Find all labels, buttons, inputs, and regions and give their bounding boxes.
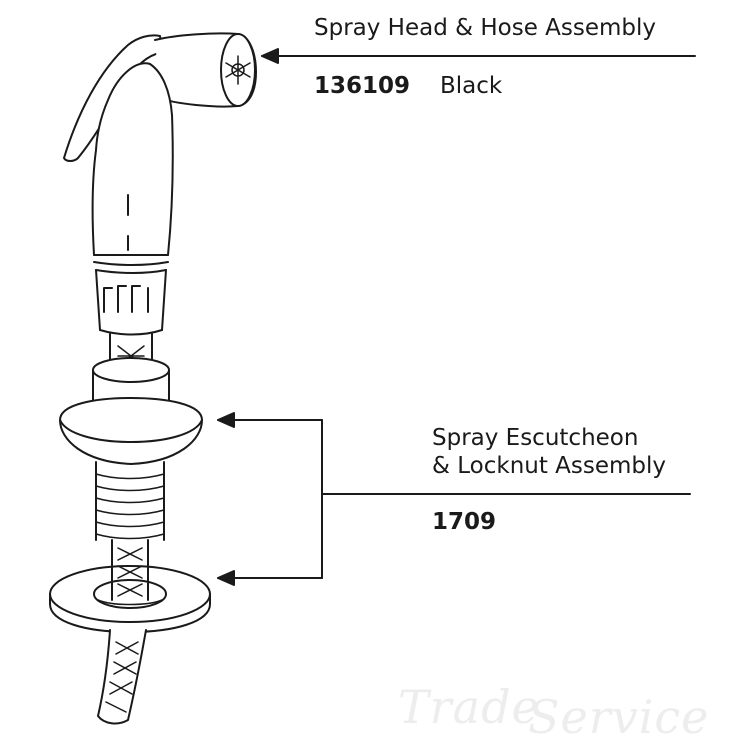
spray-head-drawing [63, 32, 257, 336]
escutcheon-name-line2: & Locknut Assembly [432, 453, 667, 479]
spray-head-part-number: 136109 [314, 73, 411, 99]
escutcheon-part-number: 1709 [432, 509, 497, 535]
callout-line-spray-head [261, 48, 696, 64]
watermark-word1: Trade [398, 680, 540, 734]
spray-head-color: Black [440, 73, 503, 99]
callout-line-escutcheon [217, 412, 691, 586]
escutcheon-name-line1: Spray Escutcheon [432, 425, 639, 451]
spray-head-name: Spray Head & Hose Assembly [314, 15, 657, 41]
nozzle-rosette-icon [225, 55, 251, 85]
watermark-word2: Service [528, 690, 710, 744]
escutcheon-drawing [49, 357, 211, 633]
hose-lower-drawing [97, 629, 147, 725]
